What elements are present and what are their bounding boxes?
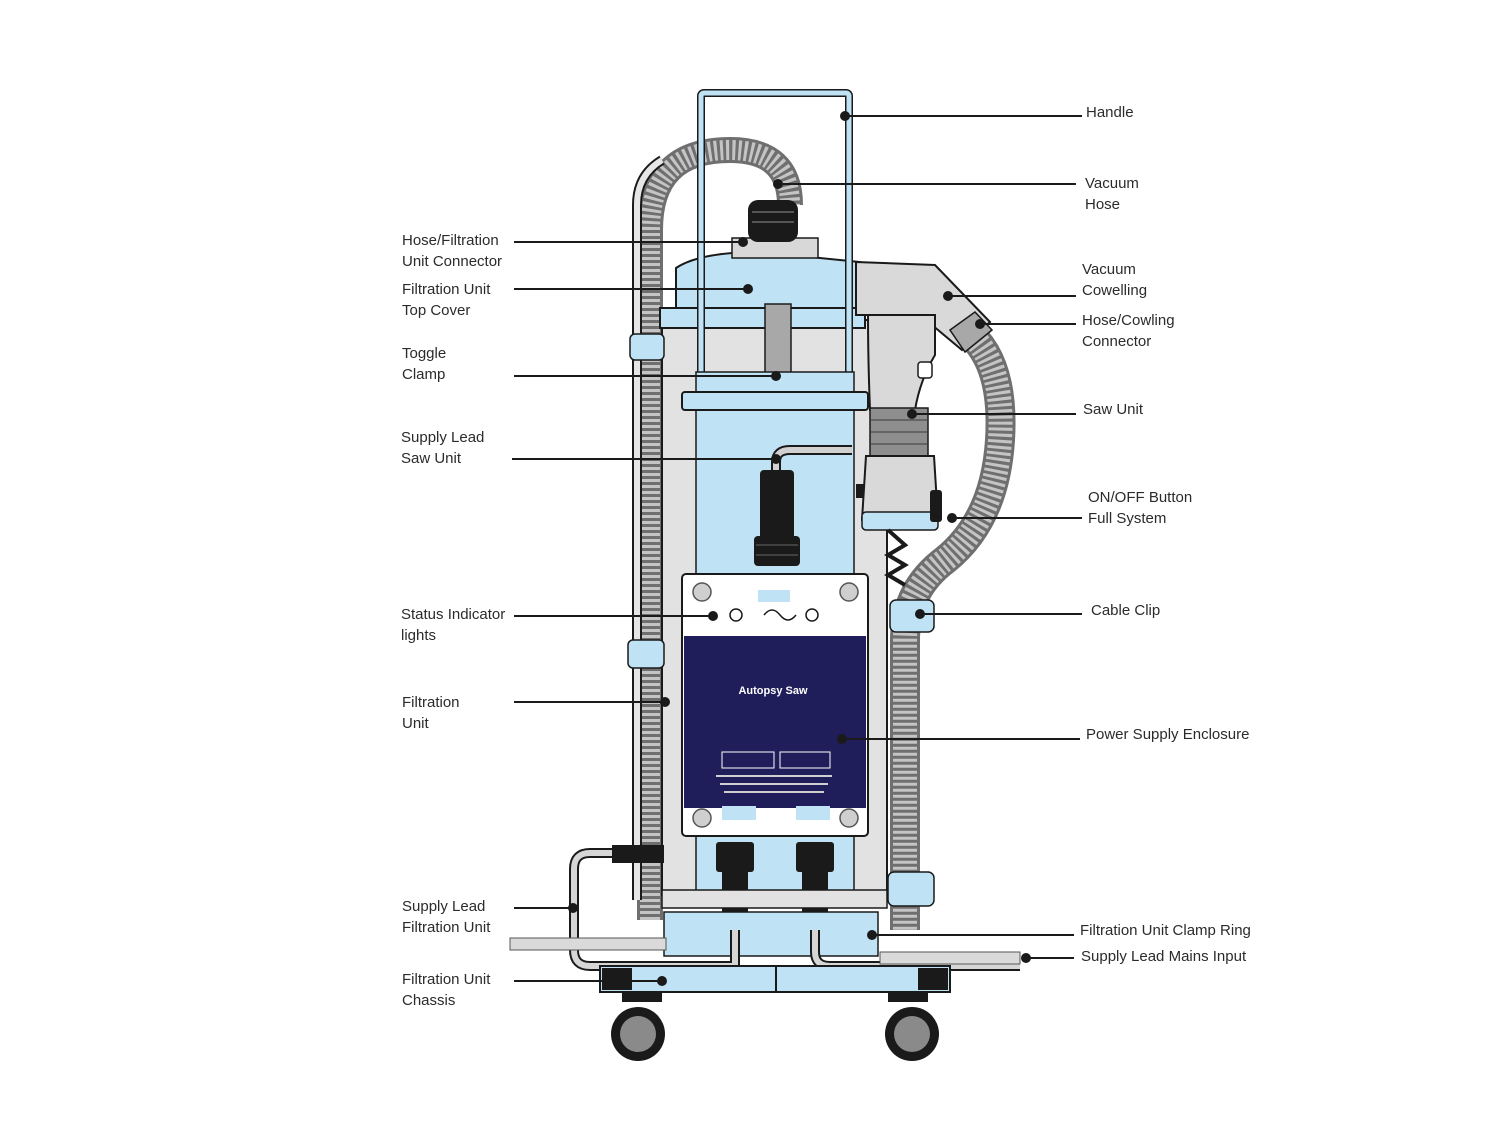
label-handle: Handle xyxy=(1086,104,1134,121)
panel-title: Autopsy Saw xyxy=(738,685,808,697)
label-power-supply-enclosure: Power Supply Enclosure xyxy=(1086,726,1250,743)
ce-mark-icon xyxy=(721,751,775,769)
label-status-lights: Status Indicator lights xyxy=(401,606,506,644)
label-on-off-button: ON/OFF Button Full System xyxy=(1088,489,1193,527)
caster-wheel-icon xyxy=(611,1007,939,1061)
label-toggle-clamp: Toggle Clamp xyxy=(402,345,447,383)
label-cable-clip: Cable Clip xyxy=(1091,602,1161,619)
cable-clip xyxy=(889,599,935,633)
power-supply-enclosure: Autopsy Saw xyxy=(681,573,869,837)
label-clamp-ring: Filtration Unit Clamp Ring xyxy=(1080,922,1251,939)
leader-lines xyxy=(773,111,1082,963)
screw-icon xyxy=(692,582,712,602)
label-chassis: Filtration Unit Chassis xyxy=(402,971,491,1009)
label-mains-input: Supply Lead Mains Input xyxy=(1081,948,1247,965)
label-filtration-top-cover: Filtration Unit Top Cover xyxy=(402,281,491,319)
label-hose-filtration-connector: Hose/Filtration Unit Connector xyxy=(402,232,503,270)
clamp-ring xyxy=(663,911,879,957)
label-vacuum-cowelling: Vacuum Cowelling xyxy=(1082,261,1148,299)
label-supply-lead-saw: Supply Lead Saw Unit xyxy=(401,429,485,467)
chassis xyxy=(599,965,951,1002)
on-off-button xyxy=(930,490,942,522)
label-supply-lead-filtration: Supply Lead Filtration Unit xyxy=(402,898,491,936)
status-light-icon xyxy=(729,608,743,622)
label-hose-cowling-connector: Hose/Cowling Connector xyxy=(1082,312,1175,350)
label-filtration-unit: Filtration Unit xyxy=(402,694,460,732)
label-saw-unit: Saw Unit xyxy=(1083,401,1144,418)
label-vacuum-hose: Vacuum Hose xyxy=(1085,175,1139,213)
